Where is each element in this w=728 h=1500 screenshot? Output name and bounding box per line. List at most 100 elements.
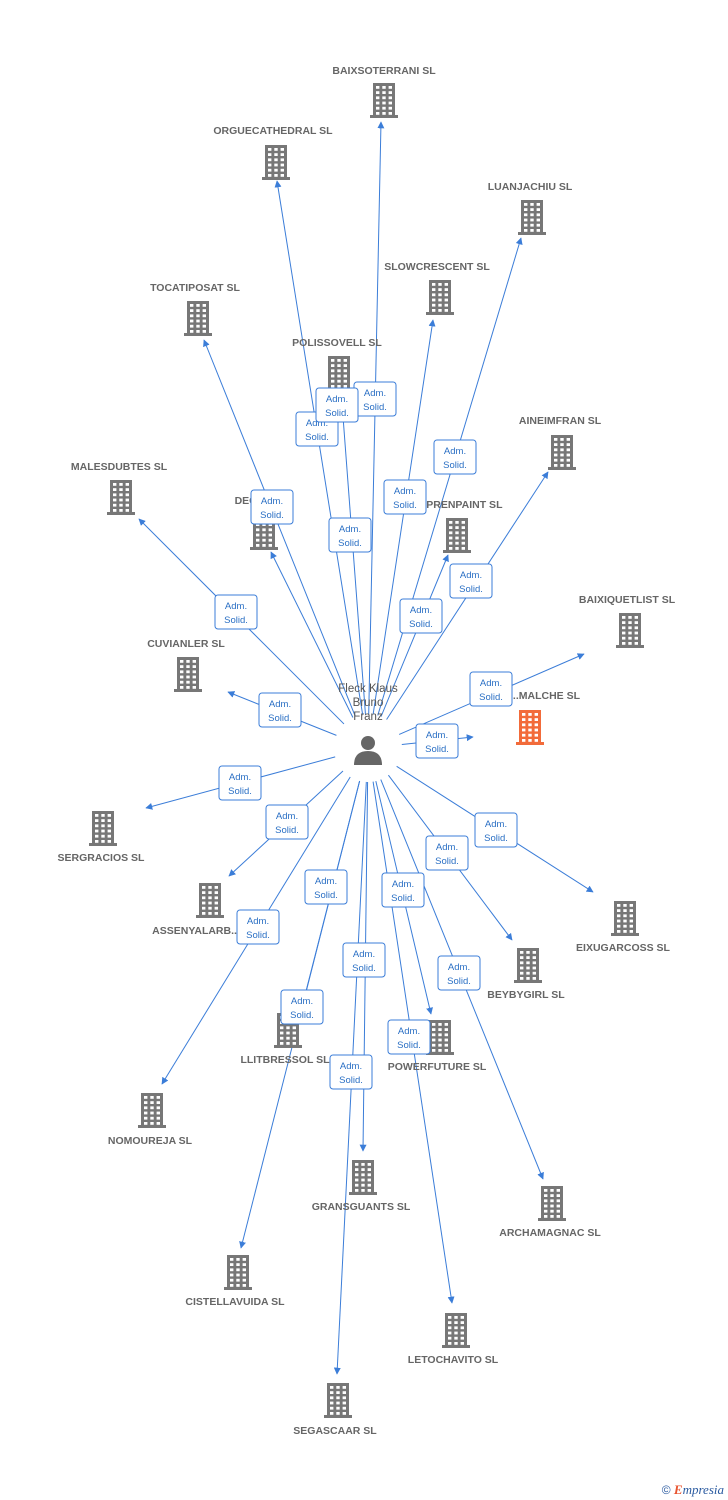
company-label[interactable]: LLITBRESSOL SL [240,1054,330,1066]
company-label[interactable]: ORGUECATHEDRAL SL [213,125,333,137]
relation-label-line: Solid. [425,744,449,755]
company-node[interactable]: LUANJACHIU SL [488,181,573,235]
company-label[interactable]: AINEIMFRAN SL [519,415,602,427]
company-node[interactable]: MALESDUBTES SL [71,461,168,515]
relation-label-line: Solid. [275,825,299,836]
building-icon [516,710,544,745]
building-icon [426,1020,454,1055]
company-node[interactable]: BAIXIQUETLIST SL [579,594,676,648]
building-icon [89,811,117,846]
relation-label: Adm.Solid. [280,989,324,1025]
brand-logo: Empresia [673,1482,724,1497]
company-label[interactable]: SEGASCAAR SL [293,1425,377,1437]
company-node[interactable]: ASSENYALARB... [152,883,240,937]
company-label[interactable]: TOCATIPOSAT SL [150,282,240,294]
company-node[interactable]: ARCHAMAGNAC SL [499,1186,601,1239]
company-node[interactable]: POWERFUTURE SL [388,1020,487,1073]
company-label[interactable]: ...PRENPAINT SL [418,499,504,511]
relation-label: Adm.Solid. [449,563,493,599]
nodes-layer: BAIXSOTERRANI SL ORGUECATHEDRAL SL LUANJAC… [58,65,676,1437]
building-icon [324,1383,352,1418]
relation-label-line: Adm. [460,570,482,581]
relation-label-line: Solid. [479,692,503,703]
edge-line [377,237,523,716]
company-node[interactable]: POLISSOVELL SL [292,337,382,391]
relation-label-line: Solid. [224,615,248,626]
company-node[interactable]: ...PRENPAINT SL [418,499,504,553]
company-label[interactable]: SLOWCRESCENT SL [384,261,490,273]
company-node[interactable]: SEGASCAAR SL [293,1383,377,1437]
building-icon [196,883,224,918]
building-icon [442,1313,470,1348]
company-label[interactable]: ARCHAMAGNAC SL [499,1227,601,1239]
building-icon [262,145,290,180]
building-icon [174,657,202,692]
company-node[interactable]: AINEIMFRAN SL [519,415,602,470]
building-icon [349,1160,377,1195]
company-node[interactable]: SLOWCRESCENT SL [384,261,490,315]
company-node[interactable]: NOMOUREJA SL [108,1093,193,1147]
company-label[interactable]: CUVIANLER SL [147,638,225,650]
company-label[interactable]: POLISSOVELL SL [292,337,382,349]
company-label[interactable]: LETOCHAVITO SL [408,1354,499,1366]
relation-label-line: Adm. [269,699,291,710]
company-label[interactable]: POWERFUTURE SL [388,1061,487,1073]
relation-label-line: Solid. [409,619,433,630]
building-icon [426,280,454,315]
relation-label-line: Adm. [392,879,414,890]
relation-label-line: Solid. [228,786,252,797]
relation-label-line: Adm. [398,1026,420,1037]
company-node[interactable]: CISTELLAVUIDA SL [185,1255,285,1308]
building-icon [518,200,546,235]
building-icon [538,1186,566,1221]
company-label[interactable]: ...MALCHE SL [510,690,581,702]
company-node[interactable]: BEYBYGIRL SL [487,948,565,1001]
relation-label-line: Adm. [247,916,269,927]
company-node[interactable]: ORGUECATHEDRAL SL [213,125,333,180]
credit[interactable]: © Empresia [662,1482,724,1498]
relation-label-line: Adm. [394,486,416,497]
company-label[interactable]: BAIXSOTERRANI SL [332,65,436,77]
relation-label-line: Adm. [291,996,313,1007]
relation-label-line: Solid. [314,890,338,901]
company-label[interactable]: LUANJACHIU SL [488,181,573,193]
relation-label-line: Solid. [338,538,362,549]
company-label[interactable]: ASSENYALARB... [152,925,240,937]
relation-label-line: Solid. [393,500,417,511]
relation-label-line: Adm. [436,842,458,853]
relation-label-line: Solid. [443,460,467,471]
company-node[interactable]: SERGRACIOS SL [58,811,146,864]
relation-label: Adm.Solid. [433,439,477,475]
company-node[interactable]: BAIXSOTERRANI SL [332,65,436,118]
company-node[interactable]: CUVIANLER SL [147,638,225,692]
relation-label-line: Adm. [339,524,361,535]
relation-label: Adm.Solid. [236,909,280,945]
relation-label-line: Solid. [391,893,415,904]
relation-label: Adm.Solid. [265,804,309,840]
company-label[interactable]: BAIXIQUETLIST SL [579,594,676,606]
relation-label-line: Adm. [315,876,337,887]
company-node[interactable]: TOCATIPOSAT SL [150,282,240,336]
company-node[interactable]: GRANSGUANTS SL [312,1160,411,1213]
company-label[interactable]: SERGRACIOS SL [58,852,146,864]
relation-label: Adm.Solid. [474,812,518,848]
building-icon [184,301,212,336]
relation-label: Adm.Solid. [387,1019,431,1055]
company-label[interactable]: GRANSGUANTS SL [312,1201,411,1213]
relation-label-line: Adm. [448,962,470,973]
company-label[interactable]: NOMOUREJA SL [108,1135,193,1147]
edge-line [372,319,436,715]
relation-label-line: Solid. [435,856,459,867]
building-icon [138,1093,166,1128]
company-node[interactable]: LETOCHAVITO SL [408,1313,499,1366]
company-label[interactable]: EIXUGARCOSS SL [576,942,671,954]
building-icon [224,1255,252,1290]
company-node[interactable]: ...MALCHE SL [510,690,581,745]
company-label[interactable]: BEYBYGIRL SL [487,989,565,1001]
company-label[interactable]: MALESDUBTES SL [71,461,168,473]
company-label[interactable]: CISTELLAVUIDA SL [185,1296,285,1308]
company-node[interactable]: EIXUGARCOSS SL [576,901,671,954]
building-icon [548,435,576,470]
relation-label-line: Adm. [229,772,251,783]
